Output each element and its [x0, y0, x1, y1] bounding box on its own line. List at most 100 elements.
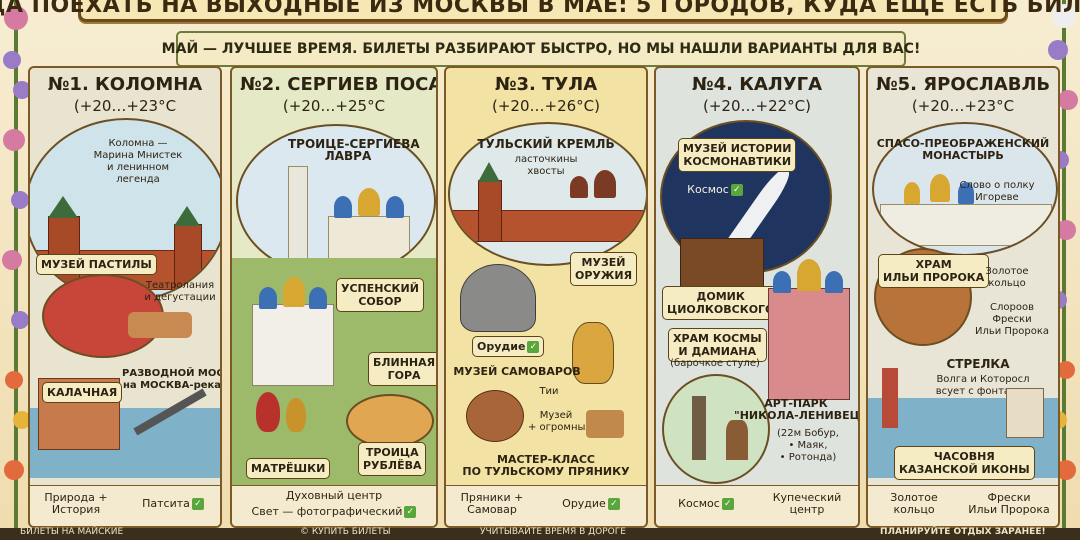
helmet-icon: [460, 264, 536, 332]
museum-note: Театролания и дегустации: [144, 280, 216, 303]
bridge-note: РАЗВОДНОЙ МОСТ на МОСКВА-река: [122, 368, 222, 391]
city-card-sergiev-posad: №2. СЕРГИЕВ ПОСАД (+20…+25°C ТРОИЦЕ-СЕРГ…: [230, 66, 438, 528]
rocket-icon: [727, 164, 795, 250]
chapel-label: ЧАСОВНЯ КАЗАНСКОЙ ИКОНЫ: [894, 446, 1035, 480]
shop-label: КАЛАЧНАЯ: [42, 382, 123, 403]
city-name: №4. КАЛУГА: [691, 74, 823, 95]
weapons-label: МУЗЕЙ ОРУЖИЯ: [570, 252, 638, 286]
subtitle-banner: МАЙ — ЛУЧШЕЕ ВРЕМЯ. БИЛЕТЫ РАЗБИРАЮТ БЫС…: [162, 31, 920, 67]
church-label: ХРАМ КОСМЫ И ДАМИАНА: [668, 328, 767, 362]
footer-left: Пряники + Самовар: [460, 491, 524, 516]
tool-label: Орудие✓: [472, 336, 545, 357]
pryanik-icon: [586, 410, 624, 438]
bottom-mid-text: © КУПИТЬ БИЛЕТЫ: [300, 527, 391, 537]
footer-right: Орудие✓: [546, 498, 636, 510]
strelka-label: СТРЕЛКА: [946, 357, 1010, 371]
bottom-mid-text-2: УЧИТЫВАЙТЕ ВРЕМЯ В ДОРОГЕ: [480, 527, 626, 537]
frescoes-label: Слороов Фрески Ильи Пророка: [974, 302, 1050, 337]
matryoshka-icon: [286, 398, 306, 432]
city-title: №5. ЯРОСЛАВЛЬ (+20…+23°C: [876, 74, 1050, 116]
bottom-left-text: БИЛЕТЫ НА МАЙСКИЕ: [20, 527, 124, 537]
city-name: №5. ЯРОСЛАВЛЬ: [876, 74, 1051, 95]
check-icon: ✓: [730, 184, 743, 196]
gingerbread-icon: [466, 390, 524, 442]
city-temperature: (+20…+22°C): [703, 97, 811, 115]
bubble-subcaption: Слово о полку Игореве: [959, 180, 1035, 203]
samovar-label: МУЗЕЙ САМОВАРОВ: [453, 365, 581, 378]
footer-text: Духовный центр: [285, 489, 383, 502]
cathedral-illustration: [252, 277, 334, 386]
city-card-kaluga: №4. КАЛУГА (+20…+22°C) МУЗЕЙ ИСТОРИИ КОС…: [654, 66, 860, 528]
gingerbread-label: МАСТЕР-КЛАСС ПО ТУЛЬСКОМУ ПРЯНИКУ: [462, 453, 630, 478]
lavra-illustration: [236, 124, 436, 278]
footer-right: Патсита✓: [130, 498, 216, 510]
temple-label: ХРАМ ИЛЬИ ПРОРОКА: [878, 254, 990, 288]
samovar-note-2: Музей + огромных: [528, 410, 592, 433]
house-label: ДОМИК ЦИОЛКОВСКОГО: [662, 286, 780, 320]
left-floral-border: [0, 0, 36, 540]
house-illustration: [680, 238, 764, 290]
city-name: №1. КОЛОМНА: [47, 74, 203, 95]
city-card-yaroslavl: №5. ЯРОСЛАВЛЬ (+20…+23°C СПАСО-ПРЕОБРАЖЕ…: [866, 66, 1060, 528]
city-card-kolomna: №1. КОЛОМНА (+20…+23°C Коломна — Марина …: [28, 66, 222, 528]
city-name: №2. СЕРГИЕВ ПОСАД: [240, 74, 438, 95]
card-footer: Духовный центр Свет — фотографический✓: [232, 485, 436, 526]
matryoshka-icon: [256, 392, 280, 432]
city-temperature: (+20…+23°C: [911, 97, 1015, 115]
monastery-illustration: [872, 122, 1058, 256]
bubble-caption: СПАСО-ПРЕОБРАЖЕНСКИЙ МОНАСТЫРЬ: [876, 137, 1050, 162]
check-icon: ✓: [191, 498, 204, 510]
bottom-strip: БИЛЕТЫ НА МАЙСКИЕ © КУПИТЬ БИЛЕТЫ УЧИТЫВ…: [0, 527, 1080, 540]
page-title: КУДА ПОЕХАТЬ НА ВЫХОДНЫЕ ИЗ МОСКВЫ В МАЕ…: [0, 0, 1080, 18]
bottom-right-text: ПЛАНИРУЙТЕ ОТДЫХ ЗАРАНЕЕ!: [880, 527, 1046, 537]
strelka-sublabel: Волга и Которосл всует с фонтаном: [935, 374, 1031, 397]
city-temperature: (+20…+25°C: [282, 97, 386, 115]
footer-right: Фрески Ильи Пророка: [968, 491, 1050, 516]
ring-label: Золотое кольцо: [985, 266, 1029, 289]
city-name: №3. ТУЛА: [494, 74, 598, 95]
artpark-label: АРТ-ПАРК "НИКОЛА-ЛЕНИВЕЦ": [734, 397, 860, 422]
city-temperature: (+20…+23°C: [73, 97, 177, 115]
footer-left: Золотое кольцо: [890, 491, 938, 516]
bubble-caption: Коломна — Марина Мнистек и ленинном леге…: [93, 138, 183, 185]
title-banner: КУДА ПОЕХАТЬ НА ВЫХОДНЫЕ ИЗ МОСКВЫ В МАЕ…: [0, 0, 1080, 22]
city-temperature: (+20…+26°C): [492, 97, 600, 115]
footer-left: Космос✓: [666, 498, 746, 510]
check-icon: ✓: [607, 498, 620, 510]
check-icon: ✓: [404, 506, 417, 518]
cathedral-label: УСПЕНСКИЙ СОБОР: [336, 278, 424, 312]
card-footer: Природа + История Патсита✓: [30, 485, 220, 526]
city-title: №2. СЕРГИЕВ ПОСАД (+20…+25°C: [240, 74, 438, 116]
hill-label: БЛИННАЯ ГОРА: [368, 352, 436, 386]
tula-kremlin-illustration: [448, 122, 646, 266]
bubble-caption: ТРОИЦЕ-СЕРГИЕВА ЛАВРА: [288, 137, 420, 163]
city-title: №3. ТУЛА (+20…+26°C): [454, 74, 638, 116]
bubble-subcaption: ласточкины хвосты: [514, 154, 578, 177]
card-footer: Золотое кольцо Фрески Ильи Пророка: [868, 485, 1058, 526]
samovar-note: Тии: [539, 386, 559, 397]
city-title: №1. КОЛОМНА (+20…+23°C: [38, 74, 212, 116]
city-title: №4. КАЛУГА (+20…+22°C): [664, 74, 850, 116]
pancakes-illustration: [346, 394, 434, 448]
samovar-icon: [572, 322, 614, 384]
chapel-icon: [1006, 388, 1044, 438]
artpark-sublabel: (22м Бобур, • Маяк, • Ротонда): [777, 428, 839, 463]
church-sublabel: (барочкое стуле): [670, 358, 760, 369]
footer-left: Природа + История: [44, 491, 108, 516]
museum-label: МУЗЕЙ ПАСТИЛЫ: [36, 254, 157, 275]
card-footer: Пряники + Самовар Орудие✓: [446, 485, 646, 526]
space-label: Космос✓: [680, 184, 750, 196]
church-illustration: [768, 259, 850, 400]
check-icon: ✓: [527, 341, 540, 353]
trinity-label: ТРОИЦА РУБЛЁВА: [358, 442, 427, 476]
city-card-tula: №3. ТУЛА (+20…+26°C) ТУЛЬСКИЙ КРЕМЛЬ лас…: [444, 66, 648, 528]
artpark-illustration: [662, 374, 770, 484]
card-footer: Космос✓ Купеческий центр: [656, 485, 858, 526]
flower-decoration-icon: [2, 0, 31, 540]
bubble-caption: ТУЛЬСКИЙ КРЕМЛЬ: [477, 137, 615, 151]
footer-right: Купеческий центр: [772, 491, 842, 516]
dolls-label: МАТРЁШКИ: [246, 458, 331, 479]
museum-label: МУЗЕЙ ИСТОРИИ КОСМОНАВТИКИ: [678, 138, 797, 172]
tower-icon: [882, 368, 898, 428]
